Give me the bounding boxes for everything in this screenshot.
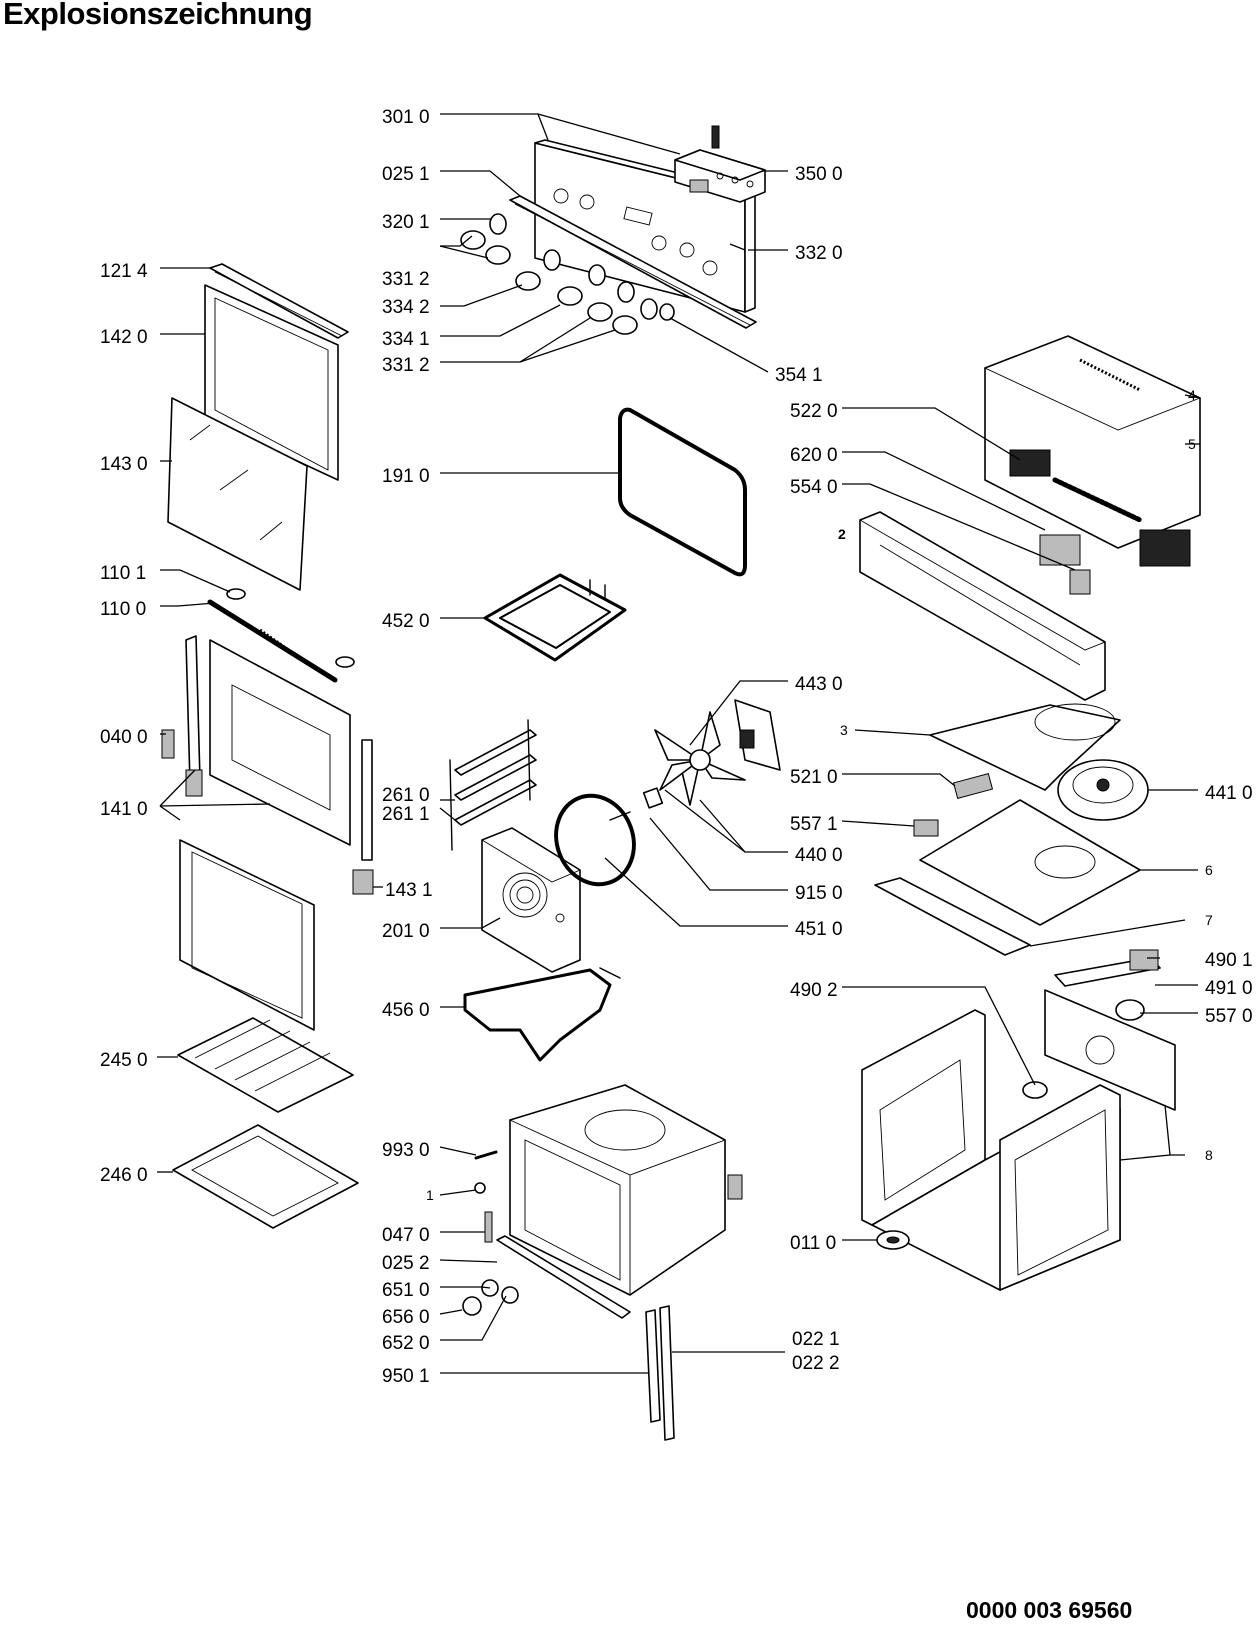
door-top-trim-part bbox=[209, 263, 349, 339]
baking-tray-part bbox=[172, 1124, 359, 1229]
fan-and-motor-part bbox=[642, 699, 781, 809]
callout-labels: 301 0 025 1 320 1 331 2 334 2 334 1 331 … bbox=[100, 107, 1253, 1387]
callout-491-0: 491 0 bbox=[1205, 978, 1253, 999]
top-cover-part bbox=[983, 335, 1202, 567]
control-knobs-part bbox=[460, 213, 675, 335]
callout-452-0: 452 0 bbox=[382, 611, 430, 632]
side-racks-part bbox=[449, 719, 537, 851]
deflector-plate-part bbox=[929, 703, 1121, 791]
callout-110-1: 110 1 bbox=[100, 563, 146, 584]
callout-261-1: 261 1 bbox=[382, 804, 430, 825]
callout-7: 7 bbox=[1205, 912, 1213, 928]
callout-245-0: 245 0 bbox=[100, 1050, 148, 1071]
callout-651-0: 651 0 bbox=[382, 1280, 430, 1301]
fan-housing-part bbox=[1057, 759, 1149, 821]
front-base-strip-part bbox=[874, 877, 1031, 956]
callout-334-1: 334 1 bbox=[382, 329, 430, 350]
callout-141-0: 141 0 bbox=[100, 799, 148, 820]
callout-521-0: 521 0 bbox=[790, 767, 838, 788]
lower-element-part bbox=[463, 967, 621, 1062]
callout-121-4: 121 4 bbox=[100, 261, 148, 282]
callout-143-0: 143 0 bbox=[100, 454, 148, 475]
foot-part bbox=[876, 1230, 910, 1250]
callout-522-0: 522 0 bbox=[790, 401, 838, 422]
callout-557-0: 557 0 bbox=[1205, 1006, 1253, 1027]
callout-620-0: 620 0 bbox=[790, 445, 838, 466]
callout-246-0: 246 0 bbox=[100, 1165, 148, 1186]
callout-656-0: 656 0 bbox=[382, 1307, 430, 1328]
callout-110-0: 110 0 bbox=[100, 599, 146, 620]
callout-011-0: 011 0 bbox=[790, 1233, 836, 1254]
document-number: 0000 003 69560 bbox=[966, 1597, 1133, 1623]
callout-8: 8 bbox=[1205, 1147, 1213, 1163]
callout-451-0: 451 0 bbox=[795, 919, 843, 940]
callout-040-0: 040 0 bbox=[100, 727, 148, 748]
callout-301-0: 301 0 bbox=[382, 107, 430, 128]
callout-554-0: 554 0 bbox=[790, 477, 838, 498]
callout-3: 3 bbox=[840, 722, 848, 738]
callout-443-0: 443 0 bbox=[795, 674, 843, 695]
side-rails-part bbox=[645, 1305, 675, 1441]
callout-456-0: 456 0 bbox=[382, 1000, 430, 1021]
callout-652-0: 652 0 bbox=[382, 1333, 430, 1354]
callout-025-1: 025 1 bbox=[382, 164, 430, 185]
wire-shelf-part bbox=[177, 1017, 354, 1113]
callout-332-0: 332 0 bbox=[795, 243, 843, 264]
electronic-module-part bbox=[674, 125, 766, 203]
grill-element-part bbox=[483, 573, 627, 662]
callout-557-1: 557 1 bbox=[790, 814, 838, 835]
callout-331-2-a: 331 2 bbox=[382, 269, 430, 290]
callout-191-0: 191 0 bbox=[382, 466, 430, 487]
callout-320-1: 320 1 bbox=[382, 212, 430, 233]
door-seal-part bbox=[618, 407, 747, 577]
callout-1: 1 bbox=[426, 1187, 434, 1203]
callout-334-2: 334 2 bbox=[382, 297, 430, 318]
callout-950-1: 950 1 bbox=[382, 1366, 430, 1387]
callout-331-2-b: 331 2 bbox=[382, 355, 430, 376]
leader-lines bbox=[157, 113, 1201, 1374]
callout-354-1: 354 1 bbox=[775, 365, 823, 386]
door-frame-part bbox=[161, 635, 374, 1031]
callout-201-0: 201 0 bbox=[382, 921, 430, 942]
callout-022-1: 022 1 bbox=[792, 1329, 840, 1350]
callout-4: 4 bbox=[1188, 387, 1196, 403]
inner-glass-part bbox=[167, 397, 308, 591]
callout-440-0: 440 0 bbox=[795, 845, 843, 866]
outer-housing-part bbox=[861, 1009, 1121, 1291]
callout-5: 5 bbox=[1188, 436, 1196, 452]
bottom-front-strip-part bbox=[496, 1235, 631, 1319]
circular-element-part bbox=[554, 793, 636, 887]
fan-cover-part bbox=[480, 827, 581, 973]
callout-142-0: 142 0 bbox=[100, 327, 148, 348]
callout-915-0: 915 0 bbox=[795, 883, 843, 904]
callout-993-0: 993 0 bbox=[382, 1140, 430, 1161]
page-title: Explosionszeichnung bbox=[3, 0, 313, 31]
cooling-duct-part bbox=[858, 511, 1107, 701]
callout-6: 6 bbox=[1205, 862, 1213, 878]
callout-490-1: 490 1 bbox=[1205, 950, 1253, 971]
callout-047-0: 047 0 bbox=[382, 1225, 430, 1246]
callout-025-2: 025 2 bbox=[382, 1253, 430, 1274]
oven-cavity-part bbox=[508, 1084, 743, 1296]
small-fittings-part bbox=[462, 1150, 519, 1316]
callout-022-2: 022 2 bbox=[792, 1353, 840, 1374]
switch-parts-part bbox=[913, 773, 994, 837]
callout-490-2: 490 2 bbox=[790, 980, 838, 1001]
callout-350-0: 350 0 bbox=[795, 164, 843, 185]
callout-2: 2 bbox=[838, 526, 846, 542]
front-trim-strip-part bbox=[509, 195, 757, 329]
callout-441-0: 441 0 bbox=[1205, 783, 1253, 804]
door-hinge-rod-part bbox=[207, 588, 355, 683]
callout-143-1: 143 1 bbox=[385, 880, 433, 901]
rear-components-part bbox=[1044, 949, 1176, 1111]
callout-261-0: 261 0 bbox=[382, 785, 430, 806]
